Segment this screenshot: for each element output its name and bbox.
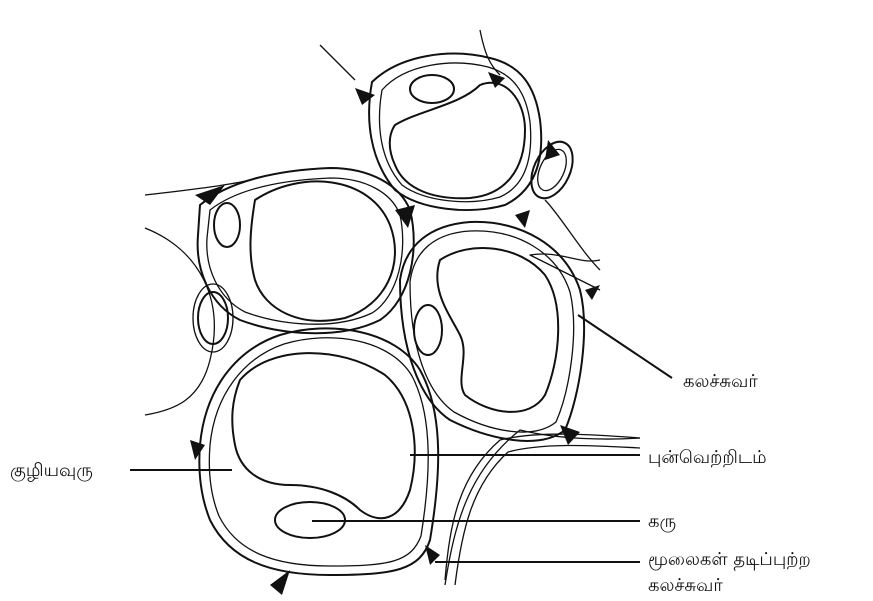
label-nucleus: கரு bbox=[648, 511, 676, 533]
label-thickened-corners-line1: மூலைகள் தடிப்புற்ற bbox=[648, 549, 811, 571]
label-vacuole: புன்வெற்றிடம் bbox=[648, 447, 767, 469]
thickened-corner-deposits bbox=[190, 72, 600, 595]
label-thickened-corners-line2: கலச்சுவர் bbox=[648, 575, 723, 597]
large-lower-cell bbox=[199, 328, 438, 575]
pointer-cell-wall bbox=[578, 315, 672, 378]
upper-left-cell bbox=[198, 168, 414, 333]
top-cell bbox=[369, 54, 541, 210]
label-cytoplasm: குழியவுரு bbox=[10, 460, 93, 482]
label-cell-wall: கலச்சுவர் bbox=[683, 371, 758, 393]
